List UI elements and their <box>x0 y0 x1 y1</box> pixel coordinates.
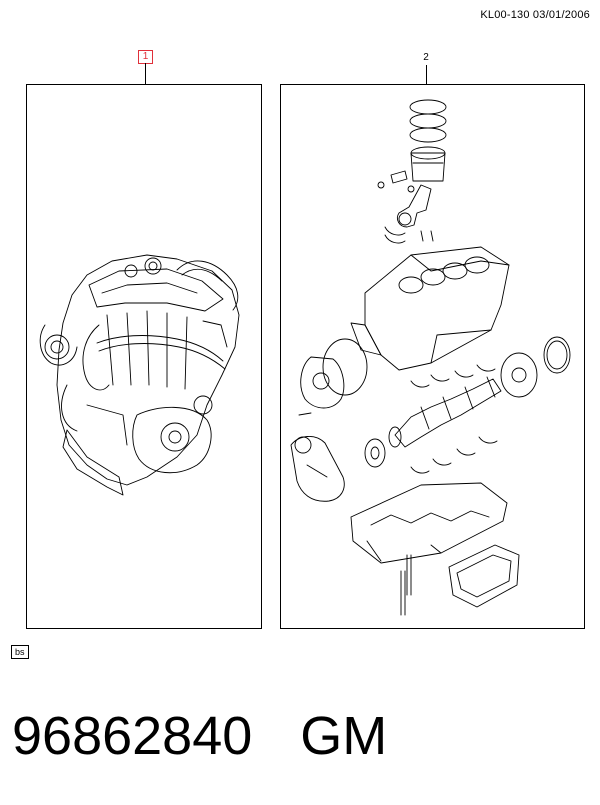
engine-parts-exploded-icon <box>290 99 571 616</box>
bs-tag[interactable]: bs <box>11 645 29 659</box>
callout-1-leader <box>145 63 146 84</box>
part-number: 96862840 <box>12 706 253 766</box>
panel-engine-parts[interactable] <box>280 84 585 629</box>
brand-name: GM <box>300 706 388 766</box>
callout-2-leader <box>426 65 427 84</box>
diagram-reference: KL00-130 03/01/2006 <box>480 9 590 21</box>
panel-engine-assembly[interactable] <box>26 84 262 629</box>
engine-assembly-icon <box>39 254 240 496</box>
callout-1[interactable]: 1 <box>138 50 153 64</box>
callout-2[interactable]: 2 <box>423 52 429 63</box>
part-footer: 96862840 GM <box>12 706 387 766</box>
